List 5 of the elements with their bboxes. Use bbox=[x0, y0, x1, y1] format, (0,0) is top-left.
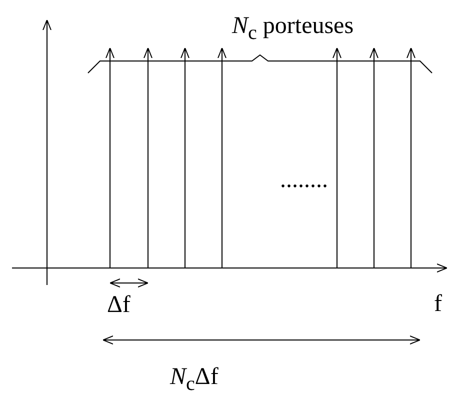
frequency-axis-label: f bbox=[434, 292, 442, 316]
carrier-count-label: N$_{c}$ porteuses bbox=[232, 14, 354, 43]
spacing-label: Δf bbox=[107, 293, 130, 317]
bandwidth-label: N$_{c}$Δf bbox=[170, 365, 218, 394]
ellipsis-dots: ........ bbox=[280, 168, 328, 192]
